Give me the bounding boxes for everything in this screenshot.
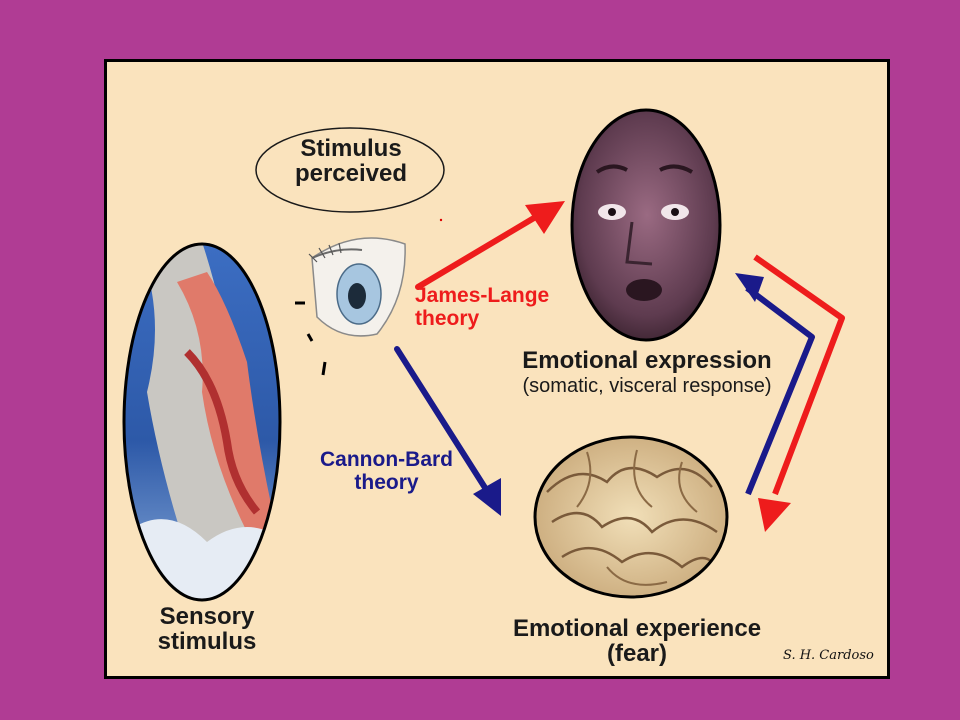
emotional-expression-label: Emotional expression (somatic, visceral … (507, 348, 787, 397)
cannon-bard-line1: Cannon-Bard (320, 448, 453, 471)
cannon-bard-label: Cannon-Bard theory (320, 448, 453, 494)
emotional-expression-subtitle: (somatic, visceral response) (522, 375, 772, 398)
stimulus-perceived-line1: Stimulus (300, 135, 402, 162)
stimulus-perceived-line2: perceived (294, 160, 408, 188)
sensory-stimulus-label: Sensory stimulus (142, 603, 272, 656)
shark-photo (122, 242, 282, 602)
cannon-bard-arrow (394, 346, 501, 516)
feedback-arrow-red (753, 254, 845, 532)
emotional-experience-subtitle: (fear) (606, 640, 667, 668)
signature: S. H. Cardoso (783, 648, 874, 663)
cannon-bard-line2: theory (354, 471, 419, 495)
james-lange-arrow (415, 201, 565, 290)
james-lange-line2: theory (415, 307, 480, 331)
stimulus-perceived-bubble (255, 127, 445, 213)
emotional-experience-label: Emotional experience (fear) (507, 615, 767, 668)
diagram-panel: Stimulus perceived James-Lange theory Ca… (104, 59, 890, 679)
brain-photo (533, 435, 729, 599)
feedback-arrow-blue (735, 273, 815, 496)
emotional-experience-title: Emotional experience (512, 615, 762, 642)
eye-drawing (308, 218, 443, 337)
stimulus-perceived-label: Stimulus perceived (281, 135, 421, 188)
perception-marks (295, 301, 327, 376)
sensory-stimulus-line1: Sensory (159, 603, 255, 630)
sensory-stimulus-line2: stimulus (157, 628, 257, 656)
diagram-graphics (122, 108, 845, 602)
james-lange-label: James-Lange theory (415, 284, 549, 330)
emotional-expression-title: Emotional expression (522, 347, 772, 374)
frightened-face-photo (570, 108, 722, 342)
james-lange-line1: James-Lange (415, 284, 550, 307)
